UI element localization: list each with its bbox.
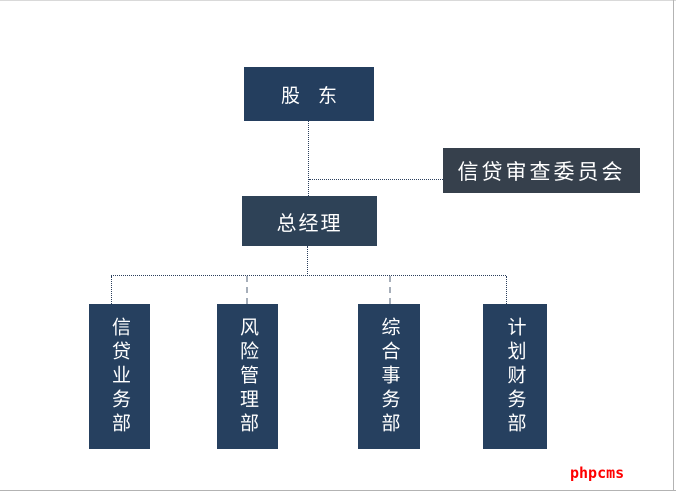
org-node-risk-management-dept: 风险管理部 bbox=[217, 304, 278, 449]
page-border-bottom bbox=[0, 490, 676, 491]
org-node-credit-review-committee: 信贷审查委员会 bbox=[443, 148, 640, 193]
org-node-label: 计划财务部 bbox=[504, 316, 527, 437]
phpcms-watermark: phpcms bbox=[570, 464, 625, 482]
org-node-label: 风险管理部 bbox=[237, 316, 259, 437]
connector-gm-down bbox=[307, 246, 308, 276]
org-node-credit-business-dept: 信贷业务部 bbox=[89, 304, 150, 449]
org-node-shareholder: 股 东 bbox=[244, 67, 374, 121]
connector-branch-horizontal bbox=[111, 275, 506, 276]
org-node-general-affairs-dept: 综合事务部 bbox=[358, 304, 420, 449]
org-node-planning-finance-dept: 计划财务部 bbox=[483, 304, 547, 449]
connector-to-credit-committee bbox=[309, 179, 443, 180]
page-border-top bbox=[0, 0, 676, 1]
org-node-label: 信贷业务部 bbox=[109, 316, 131, 437]
connector-drop-general-affairs bbox=[389, 276, 391, 304]
org-node-label: 综合事务部 bbox=[378, 316, 401, 437]
org-node-general-manager: 总经理 bbox=[242, 196, 377, 246]
connector-drop-planning-finance bbox=[506, 276, 507, 304]
connector-shareholder-to-gm bbox=[308, 121, 309, 196]
connector-drop-credit-business bbox=[111, 276, 112, 304]
page-border-right bbox=[673, 0, 674, 491]
connector-drop-risk-management bbox=[246, 276, 248, 304]
